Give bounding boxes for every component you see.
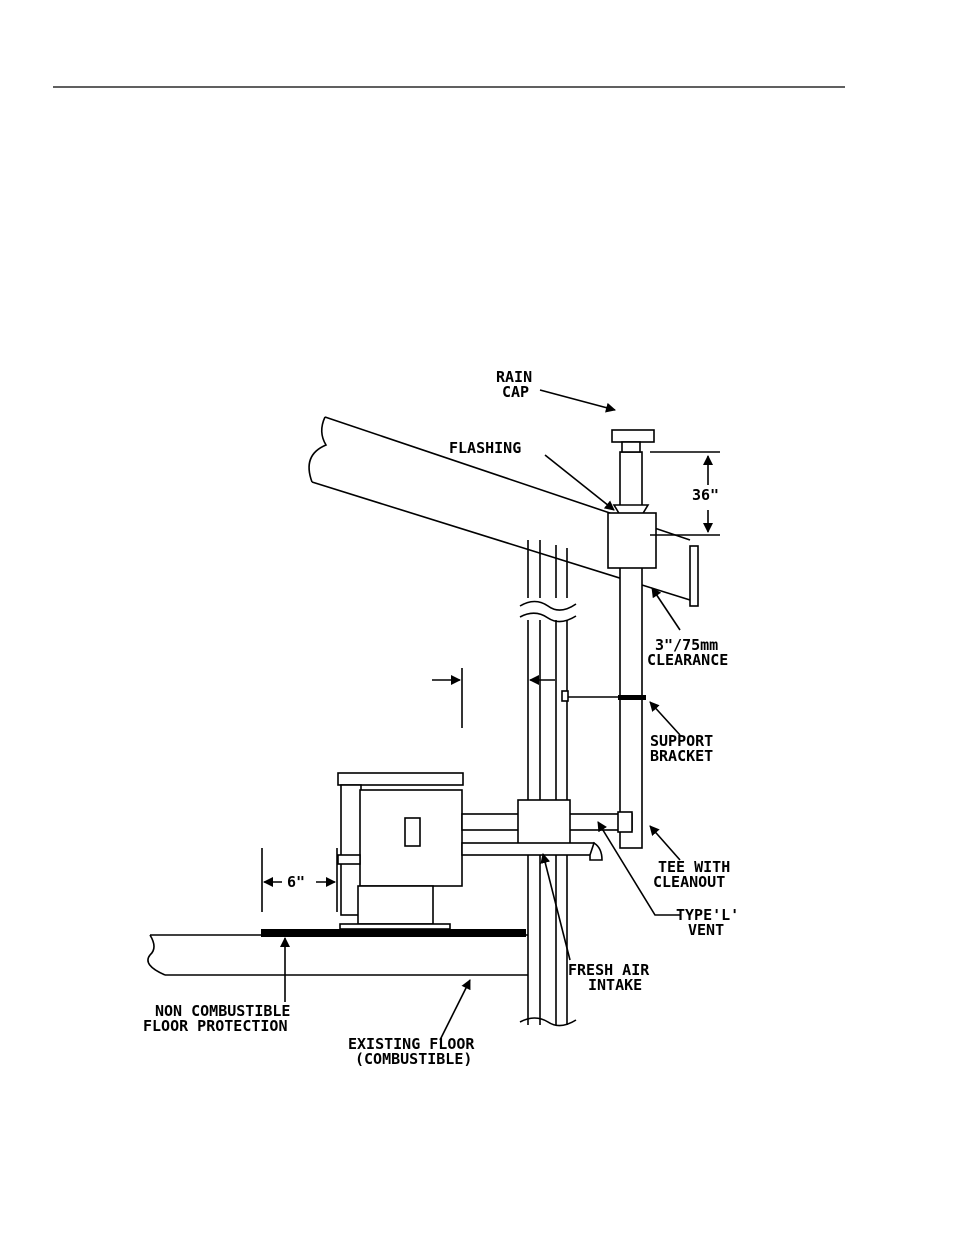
type-l-vent-label: TYPE'L'VENT xyxy=(676,906,739,939)
height-dimension: 36" xyxy=(692,486,719,504)
flashing-label: FLASHING xyxy=(449,439,521,457)
pellet-stove xyxy=(338,773,463,929)
floor xyxy=(148,929,528,975)
vent-system xyxy=(462,430,656,860)
floor-protection-pad xyxy=(261,929,526,937)
side-clearance-dimension: 6" xyxy=(287,873,305,891)
existing-floor-label: EXISTING FLOOR(COMBUSTIBLE) xyxy=(348,1035,475,1068)
